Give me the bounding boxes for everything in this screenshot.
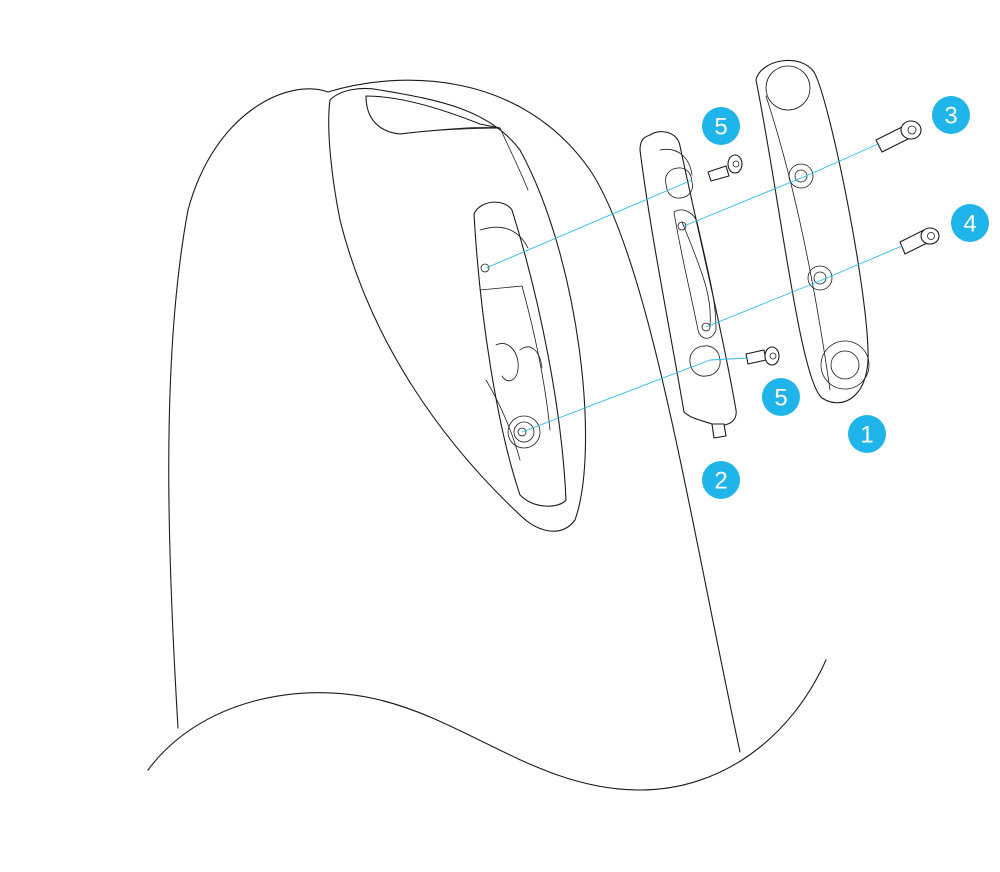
leader-line: [485, 179, 693, 269]
callout-3-circle: [932, 96, 970, 134]
housing-recess: [328, 87, 587, 532]
leader-lines: [485, 143, 903, 433]
callout-2-circle: [702, 461, 740, 499]
callout-3-label: 3: [944, 103, 957, 130]
callout-1: 1: [848, 415, 886, 453]
leader-line: [683, 175, 807, 227]
callout-5-bottom-circle: [762, 378, 800, 416]
callout-5-bottom-label: 5: [774, 385, 787, 412]
housing-body: [147, 79, 827, 791]
callout-5-top-label: 5: [714, 114, 727, 141]
callout-5-top-circle: [702, 107, 740, 145]
callout-1-circle: [848, 415, 886, 453]
callout-2: 2: [702, 461, 740, 499]
callout-3: 3: [932, 96, 970, 134]
callout-4: 4: [951, 204, 989, 242]
leader-line: [521, 359, 711, 433]
callout-5-bottom: 5: [762, 378, 800, 416]
callout-4-label: 4: [963, 211, 976, 238]
screw-part-5-top: [707, 154, 743, 182]
callout-1-label: 1: [860, 422, 873, 449]
callout-5-top: 5: [702, 107, 740, 145]
leader-line: [709, 357, 749, 361]
mounting-plate-part-2: [639, 131, 737, 439]
screw-part-4: [899, 227, 940, 255]
leader-line: [805, 143, 879, 177]
callout-4-circle: [951, 204, 989, 242]
leader-line: [821, 245, 903, 281]
link-bar-part-1: [755, 59, 870, 404]
screw-part-3: [875, 120, 922, 153]
callout-2-label: 2: [714, 468, 727, 495]
leader-line: [705, 279, 823, 328]
screw-part-5-bottom: [745, 346, 780, 366]
